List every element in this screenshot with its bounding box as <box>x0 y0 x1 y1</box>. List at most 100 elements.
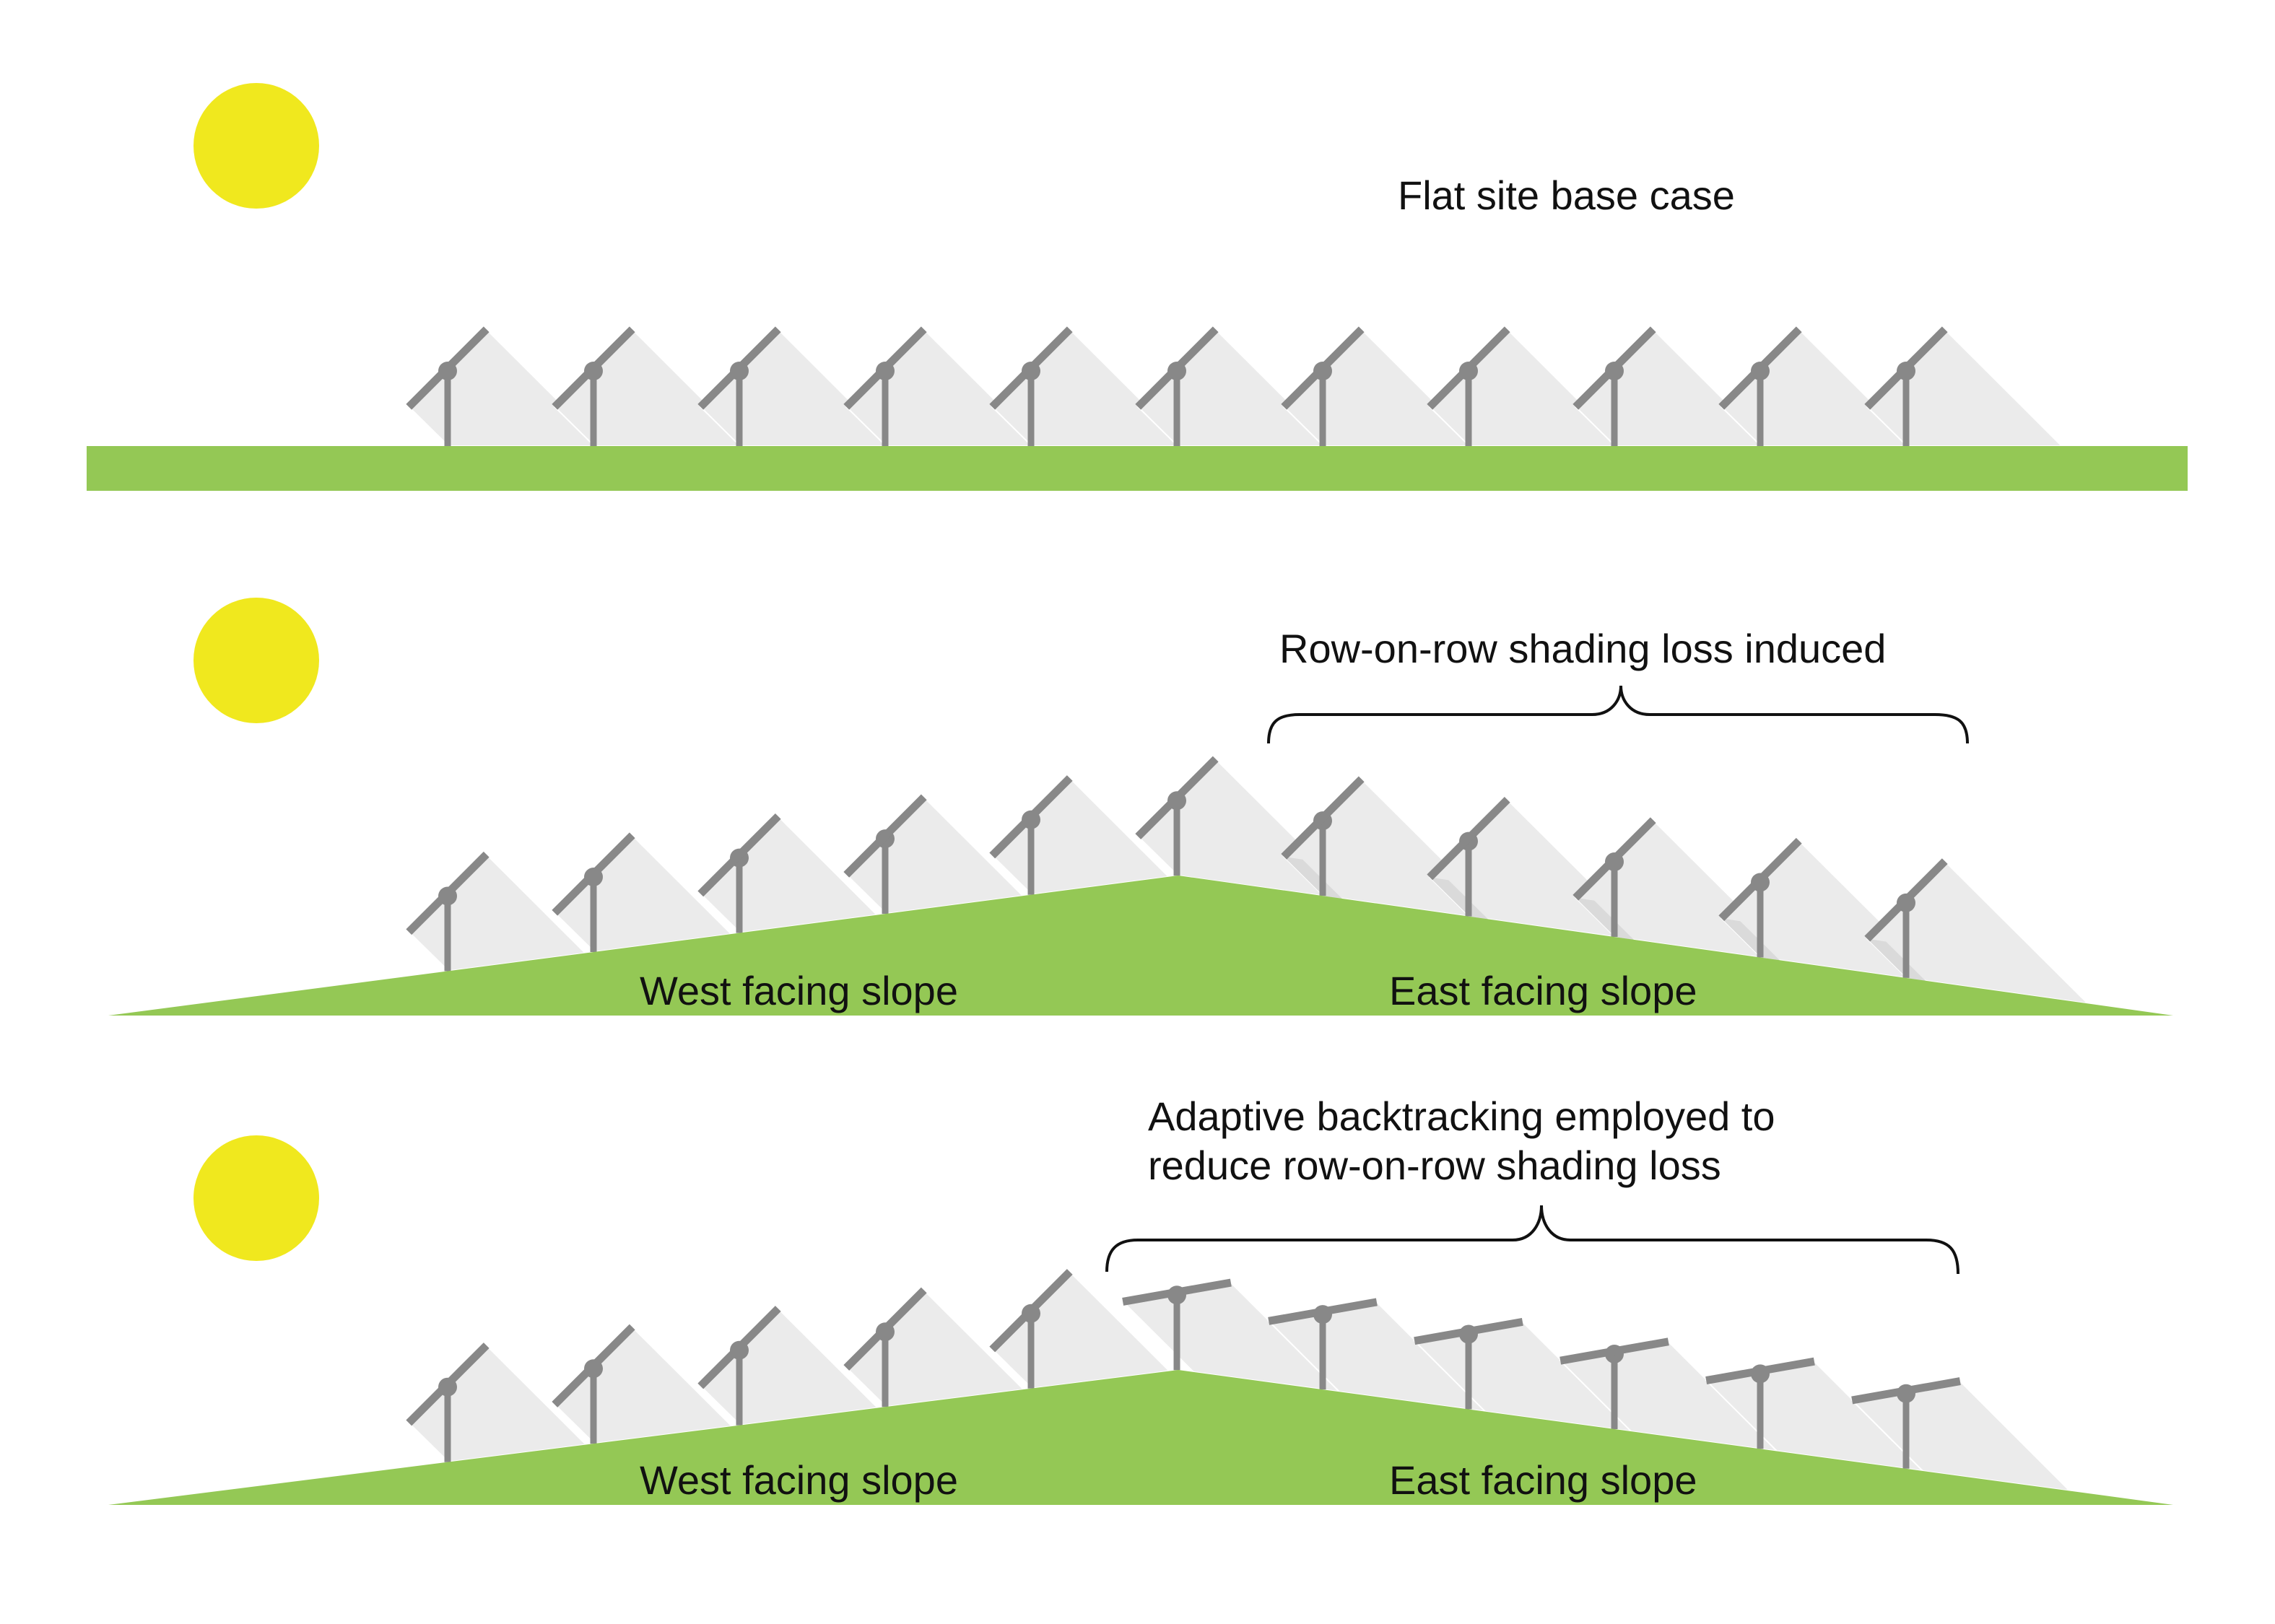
tracker-row <box>406 756 2090 1005</box>
solar-panel <box>843 794 927 878</box>
solar-panel <box>1427 326 1510 410</box>
solar-tracker <box>1281 326 1365 446</box>
solar-panel <box>406 851 490 935</box>
solar-panel <box>1705 1357 1815 1384</box>
solar-panel <box>1851 1377 1961 1405</box>
east-slope-label: East facing slope <box>1389 968 1697 1013</box>
hill-ground <box>108 1370 2173 1505</box>
solar-panel <box>843 326 927 410</box>
solar-tracker <box>1718 837 1802 958</box>
shadow-overlap-layer <box>1284 856 1926 982</box>
solar-tracker <box>1427 796 1510 917</box>
solar-panel <box>1281 776 1365 860</box>
solar-tracker <box>1560 1337 1669 1429</box>
shadow-layer <box>407 328 2064 447</box>
solar-tracker <box>989 1269 1073 1389</box>
solar-tracker <box>697 1306 781 1426</box>
shading-overlap <box>1867 938 1926 982</box>
solar-panel <box>1427 796 1510 881</box>
solar-tracker <box>1851 1377 1961 1469</box>
solar-panel <box>406 326 490 410</box>
sun-icon <box>193 83 319 209</box>
sun-icon <box>193 1135 319 1261</box>
solar-panel <box>1135 756 1219 839</box>
solar-tracker <box>843 794 927 914</box>
solar-panel <box>1135 326 1219 410</box>
solar-tracker <box>697 813 781 933</box>
tracker-row <box>406 1269 2072 1492</box>
solar-panel <box>552 326 635 410</box>
shading-overlap <box>1430 877 1489 920</box>
solar-tracker <box>406 326 490 446</box>
sloped-backtracking-panel: Adaptive backtracking employed to reduce… <box>108 1093 2173 1505</box>
solar-tracker <box>1573 817 1656 938</box>
solar-tracker <box>1864 326 1948 446</box>
solar-panel <box>843 1287 927 1371</box>
panel-caption: Flat site base case <box>1398 173 1735 218</box>
tracker-hardware-layer <box>406 326 1948 446</box>
solar-panel <box>1718 837 1802 922</box>
west-slope-label: West facing slope <box>640 1457 958 1503</box>
west-slope-label: West facing slope <box>640 968 958 1013</box>
solar-panel <box>1414 1317 1523 1345</box>
tracker-hardware-layer <box>406 1269 1961 1469</box>
solar-tracker <box>1135 756 1219 876</box>
solar-tracker <box>697 326 781 446</box>
solar-tracker <box>989 326 1073 446</box>
solar-tracker <box>1122 1278 1232 1371</box>
sun-icon <box>193 598 319 723</box>
panel-caption-line-1: Adaptive backtracking employed to <box>1148 1093 1775 1139</box>
solar-panel <box>989 326 1073 410</box>
solar-panel <box>1281 326 1365 410</box>
solar-panel <box>1864 858 1948 942</box>
solar-tracker <box>1135 326 1219 446</box>
solar-tracker <box>1281 776 1365 896</box>
flat-site-panel: Flat site base case <box>87 83 2188 491</box>
solar-panel <box>552 1324 635 1407</box>
solar-tracker <box>1573 326 1656 446</box>
solar-tracker <box>1705 1357 1815 1449</box>
tracker-row <box>406 326 2064 447</box>
solar-panel <box>1573 817 1656 901</box>
solar-tracker <box>1718 326 1802 446</box>
solar-tracker <box>843 1287 927 1407</box>
solar-panel <box>406 1343 490 1426</box>
curly-brace <box>1105 1205 1959 1275</box>
solar-panel <box>552 832 635 916</box>
solar-panel <box>1718 326 1802 410</box>
tracker-hardware-layer <box>406 756 1948 978</box>
solar-tracker <box>1864 858 1948 978</box>
solar-panel <box>1560 1337 1669 1365</box>
solar-panel <box>697 1306 781 1389</box>
shading-overlap <box>1721 918 1780 961</box>
solar-panel <box>697 326 781 410</box>
sloped-shading-panel: Row-on-row shading loss induced West fac… <box>108 598 2173 1016</box>
solar-panel <box>697 813 781 897</box>
solar-tracker <box>406 1343 490 1462</box>
solar-tracker <box>1414 1317 1523 1410</box>
solar-tracker <box>552 832 635 953</box>
solar-tracker <box>1427 326 1510 446</box>
panel-caption-line-2: reduce row-on-row shading loss <box>1148 1143 1721 1188</box>
solar-panel <box>989 775 1073 859</box>
shading-overlap <box>1575 897 1635 940</box>
panel-caption: Row-on-row shading loss induced <box>1279 626 1886 671</box>
solar-panel <box>1864 326 1948 410</box>
solar-tracker <box>552 326 635 446</box>
solar-tracker <box>1268 1298 1378 1390</box>
curly-brace <box>1267 685 1969 744</box>
shading-overlap <box>1284 856 1343 899</box>
solar-panel <box>1122 1278 1232 1306</box>
solar-panel <box>1573 326 1656 410</box>
east-slope-label: East facing slope <box>1389 1457 1697 1503</box>
hill-ground <box>108 876 2173 1016</box>
solar-tracker <box>989 775 1073 895</box>
solar-panel <box>989 1269 1073 1353</box>
tracker-shadow <box>1866 328 2064 447</box>
flat-ground <box>87 446 2188 491</box>
tracker-shadow <box>991 1270 1171 1389</box>
solar-tracker <box>552 1324 635 1444</box>
solar-tracker <box>406 851 490 972</box>
solar-panel <box>1268 1298 1378 1325</box>
